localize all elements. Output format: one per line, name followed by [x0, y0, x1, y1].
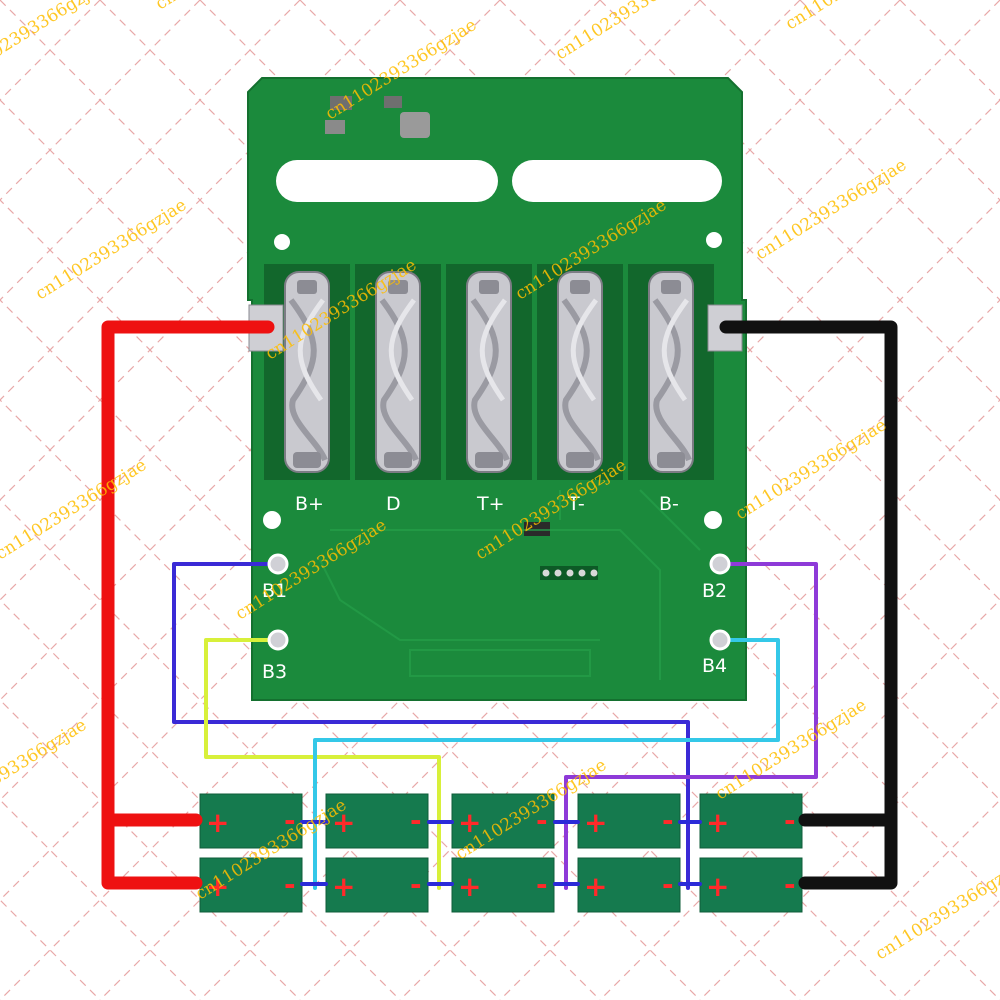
battery-cell: +-	[199, 793, 303, 849]
watermark-text: cn1102393366gzjae	[752, 155, 910, 264]
screw-hole	[706, 232, 722, 248]
smd-components	[325, 96, 598, 580]
plus-sign: +	[206, 870, 229, 903]
pad-label-b4: B4	[702, 655, 727, 677]
terminal-label: B-	[659, 493, 679, 515]
watermark-text: cn1102393366gzjae	[0, 0, 110, 84]
battery-cell: +-	[577, 857, 681, 913]
watermark-text: cn1102393366gzjae	[152, 0, 310, 14]
b4-balance-wire	[313, 638, 780, 890]
battery-cells: +-+-+-+-+-+-+-+-+-+-	[199, 793, 803, 913]
mounting-slot-left	[276, 160, 498, 202]
terminal-label: D	[386, 493, 401, 515]
spring-contact-icon	[466, 271, 512, 473]
plus-sign: +	[458, 806, 481, 839]
pad-b2	[709, 553, 731, 575]
plus-sign: +	[332, 870, 355, 903]
spring-contact-icon	[375, 271, 421, 473]
pad-label-b3: B3	[262, 661, 287, 683]
watermark-text: cn1102393366gzjae	[732, 415, 890, 524]
b3-balance-wire	[204, 638, 441, 890]
terminal-tplus: T+	[446, 264, 532, 515]
plus-sign: +	[584, 806, 607, 839]
battery-cell: +-	[451, 793, 555, 849]
grid-line	[0, 699, 301, 1000]
screw-hole	[263, 511, 281, 529]
minus-sign: -	[410, 868, 422, 901]
pad-b3	[267, 629, 289, 651]
pcb-traces	[319, 489, 701, 680]
minus-sign: -	[784, 804, 796, 837]
minus-sign: -	[662, 804, 674, 837]
battery-cell: +-	[699, 857, 803, 913]
grid-line	[799, 799, 1000, 1000]
grid-line	[0, 0, 601, 601]
minus-sign: -	[536, 868, 548, 901]
plus-sign: +	[584, 870, 607, 903]
terminal-label: T+	[476, 493, 505, 515]
terminal-bplus: B+	[264, 264, 350, 515]
battery-cell: +-	[325, 857, 429, 913]
series-links	[300, 820, 702, 886]
minus-sign: -	[284, 868, 296, 901]
pad-b1	[267, 553, 289, 575]
pad-b4	[709, 629, 731, 651]
terminal-label: T-	[567, 493, 585, 515]
b2-balance-wire	[564, 562, 818, 890]
battery-cell: +-	[699, 793, 803, 849]
wires	[101, 320, 898, 890]
watermark-text: cn1102393366gzjae	[0, 455, 150, 564]
mounting-slot-right	[512, 160, 722, 202]
terminal-label: B+	[295, 493, 324, 515]
positive-wire	[101, 320, 275, 890]
terminal-row: B+ D T+ T- B-	[264, 264, 714, 515]
spring-contact-icon	[284, 271, 330, 473]
battery-cell: +-	[577, 793, 681, 849]
terminal-d: D	[355, 264, 441, 515]
terminal-bminus: B-	[628, 264, 714, 515]
watermark-text: cn1102393366gzjae	[712, 695, 870, 804]
watermark-text: cn1102393366gzjae	[552, 0, 710, 64]
pad-label-b2: B2	[702, 580, 727, 602]
battery-cell: +-	[451, 857, 555, 913]
watermark-text: cn1102393366gzjae	[782, 0, 940, 34]
screw-hole	[704, 511, 722, 529]
plus-sign: +	[706, 870, 729, 903]
watermark-text: cn1102393366gzjae	[0, 715, 90, 824]
screw-hole	[274, 234, 290, 250]
minus-sign: -	[662, 868, 674, 901]
spring-contact-icon	[557, 271, 603, 473]
grid-line	[699, 699, 1000, 1000]
minus-sign: -	[536, 804, 548, 837]
spring-contact-icon	[648, 271, 694, 473]
plus-sign: +	[458, 870, 481, 903]
grid-line	[0, 0, 701, 701]
minus-sign: -	[784, 868, 796, 901]
grid-line	[0, 799, 201, 1000]
plus-sign: +	[332, 806, 355, 839]
pad-label-b1: B1	[262, 580, 287, 602]
pcb-board: B+ D T+ T- B-	[247, 77, 747, 701]
battery-cell: +-	[325, 793, 429, 849]
minus-sign: -	[410, 804, 422, 837]
plus-sign: +	[706, 806, 729, 839]
terminal-tminus: T-	[537, 264, 623, 515]
balance-pads: B1 B2 B3 B4	[262, 553, 731, 683]
negative-wire	[719, 320, 898, 890]
plus-sign: +	[206, 806, 229, 839]
minus-sign: -	[284, 804, 296, 837]
